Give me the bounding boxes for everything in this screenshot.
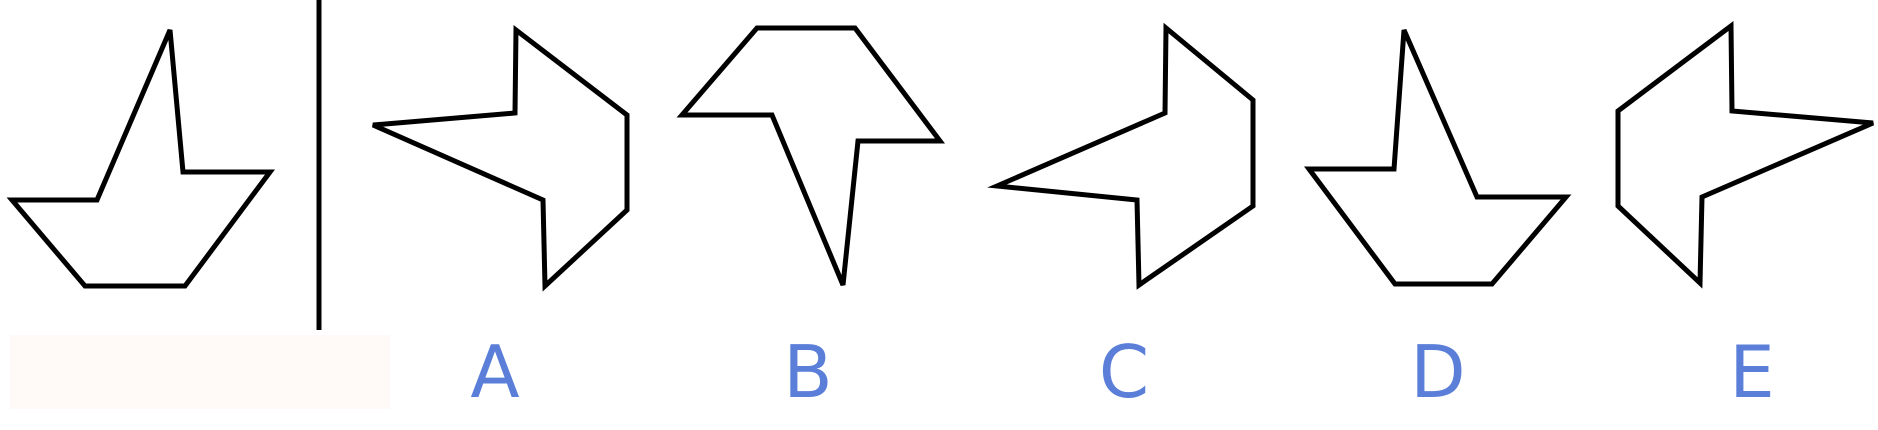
option-e-shape[interactable]	[1615, 21, 1874, 289]
option-d-label[interactable]: D	[1410, 330, 1466, 414]
option-d-shape[interactable]	[1304, 28, 1572, 287]
option-a-label[interactable]: A	[470, 330, 520, 414]
option-b-shape[interactable]	[676, 25, 946, 286]
reference-shape	[6, 29, 275, 289]
option-a-shape[interactable]	[371, 24, 630, 292]
option-e-label[interactable]: E	[1729, 330, 1775, 414]
option-c-label[interactable]: C	[1098, 330, 1150, 414]
blank-patch	[10, 335, 390, 409]
option-c-shape[interactable]	[987, 22, 1256, 290]
option-b-label[interactable]: B	[783, 330, 833, 414]
